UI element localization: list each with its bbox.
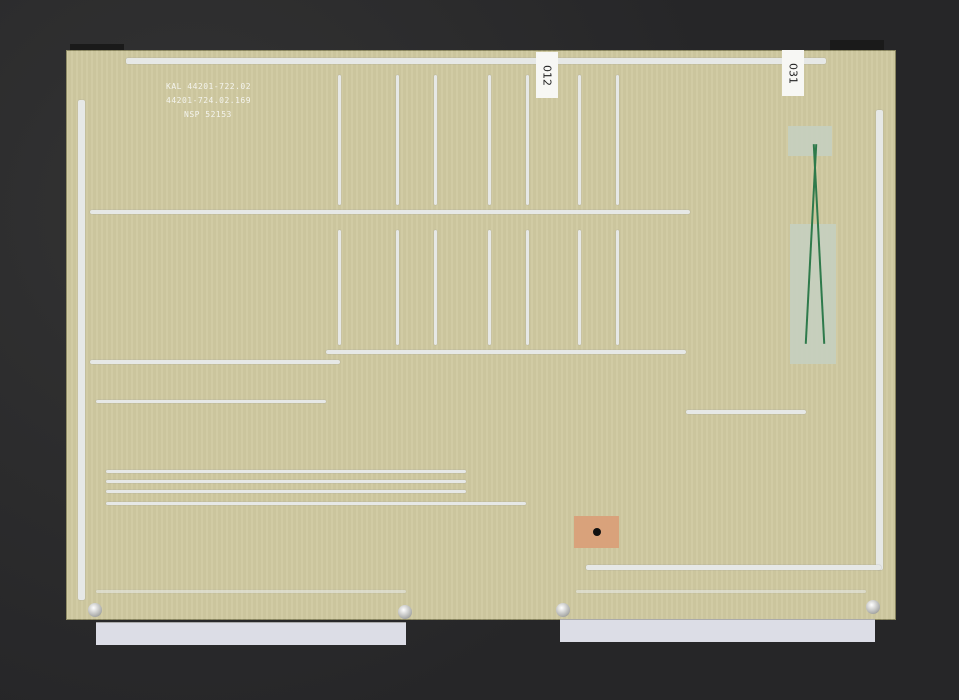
- bus-trace: [96, 400, 326, 403]
- pad-column: [488, 230, 491, 345]
- frame-trace-right: [876, 110, 883, 570]
- bus-trace: [686, 410, 806, 414]
- pad-column: [616, 75, 619, 205]
- sticker-012: 012: [536, 52, 558, 98]
- frame-trace-top: [126, 58, 826, 64]
- pad-column: [434, 230, 437, 345]
- silkscreen-part-number-1: KAL 44201-722.02: [166, 82, 252, 91]
- edge-connector-right: [560, 619, 875, 642]
- pad-column: [338, 230, 341, 345]
- pad-column: [434, 75, 437, 205]
- pad-column: [526, 75, 529, 205]
- screw-bottom-left: [88, 603, 102, 617]
- silkscreen-part-number-2: 44201-724.02.169: [166, 96, 252, 105]
- bus-trace: [326, 350, 686, 354]
- edge-connector-left: [96, 622, 406, 645]
- sticker-031: 031: [782, 50, 804, 96]
- frame-trace-bottom: [586, 565, 881, 570]
- bus-trace: [90, 210, 690, 214]
- pad-column: [578, 230, 581, 345]
- screw-bottom-center-right: [556, 603, 570, 617]
- pad-column: [396, 75, 399, 205]
- pad-column: [488, 75, 491, 205]
- edge-pad-row: [96, 590, 406, 593]
- circuit-board: KAL 44201-722.02 44201-724.02.169 NSP 52…: [66, 50, 896, 620]
- bus-trace: [106, 502, 526, 505]
- bus-trace: [106, 480, 466, 483]
- pad-column: [578, 75, 581, 205]
- frame-trace-left: [78, 100, 85, 600]
- pad-column: [338, 75, 341, 205]
- screw-bottom-right: [866, 600, 880, 614]
- tape-patch-bottom: [790, 224, 836, 364]
- bus-trace: [106, 490, 466, 493]
- mounting-hole: [593, 528, 601, 536]
- edge-pad-row: [576, 590, 866, 593]
- bus-trace: [90, 360, 340, 364]
- pad-column: [396, 230, 399, 345]
- pad-column: [526, 230, 529, 345]
- bus-trace: [106, 470, 466, 473]
- silkscreen-part-number-3: NSP 52153: [184, 110, 232, 119]
- pad-column: [616, 230, 619, 345]
- screw-bottom-center-left: [398, 605, 412, 619]
- tape-patch-top: [788, 126, 832, 156]
